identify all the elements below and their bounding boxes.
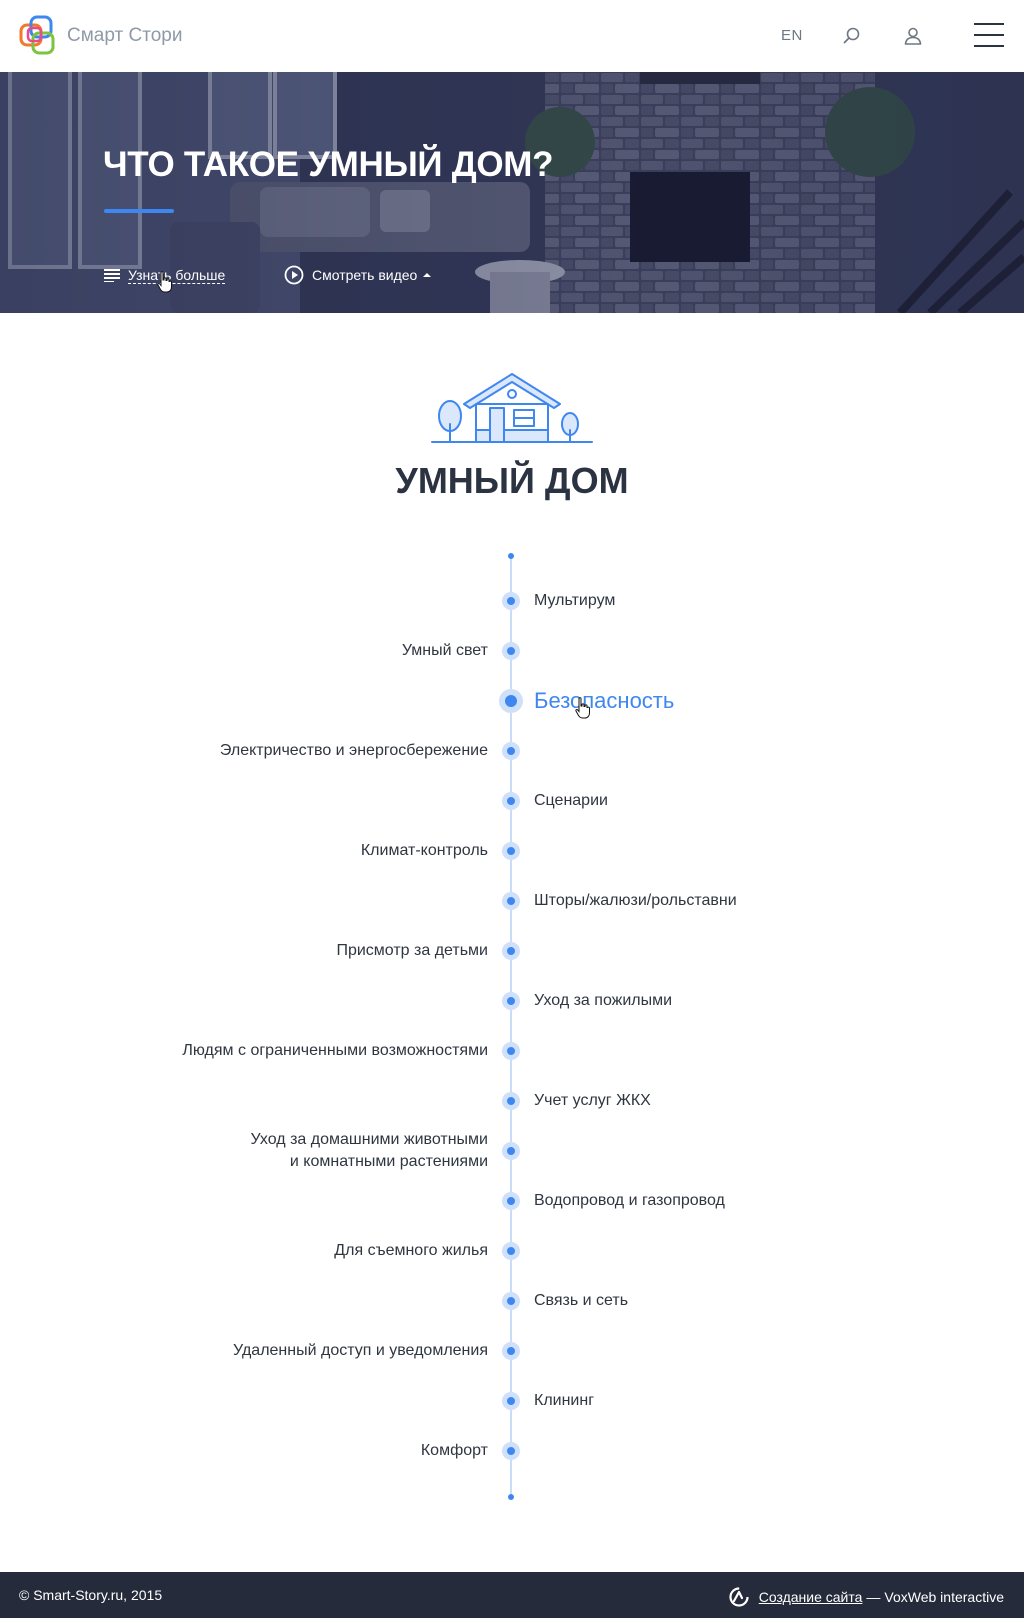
- timeline-node[interactable]: [502, 892, 520, 910]
- timeline-start-dot: [508, 553, 514, 559]
- credit-separator: —: [866, 1589, 881, 1605]
- timeline-node[interactable]: [502, 742, 520, 760]
- brand-name[interactable]: Смарт Стори: [67, 25, 183, 46]
- timeline-item-utilities[interactable]: Учет услуг ЖКХ: [534, 1092, 651, 1109]
- watch-video-button[interactable]: Смотреть видео: [284, 263, 432, 287]
- timeline-node[interactable]: [502, 1192, 520, 1210]
- logo-rings-icon[interactable]: [19, 15, 57, 57]
- timeline-item-electricity[interactable]: Электричество и энергосбережение: [219, 742, 488, 759]
- list-icon: [104, 269, 120, 282]
- timeline-item-network[interactable]: Связь и сеть: [534, 1292, 629, 1309]
- timeline-item-cleaning[interactable]: Клининг: [534, 1392, 595, 1409]
- timeline-node[interactable]: [502, 1242, 520, 1260]
- user-icon[interactable]: [903, 26, 923, 46]
- play-circle-icon: [284, 265, 304, 285]
- timeline-item-pets-line2: и комнатными растениями: [289, 1153, 488, 1170]
- timeline-node[interactable]: [502, 942, 520, 960]
- studio-name: VoxWeb interactive: [884, 1589, 1004, 1605]
- timeline-item-blinds[interactable]: Шторы/жалюзи/рольставни: [534, 892, 737, 909]
- timeline-item-security[interactable]: Безопасность: [534, 688, 675, 713]
- timeline-node[interactable]: [502, 1142, 520, 1160]
- timeline-item-rental[interactable]: Для съемного жилья: [334, 1242, 488, 1259]
- developer-credit: Создание сайта — VoxWeb interactive: [728, 1586, 1004, 1608]
- timeline-item-scenarios[interactable]: Сценарии: [534, 792, 608, 809]
- timeline-node[interactable]: [502, 1442, 520, 1460]
- timeline-item-multiroom[interactable]: Мультирум: [534, 592, 616, 609]
- hero-background-image: [0, 72, 1024, 313]
- timeline-line: [510, 556, 512, 1498]
- language-switch[interactable]: EN: [781, 27, 803, 44]
- watch-video-label: Смотреть видео: [312, 267, 418, 283]
- copyright: © Smart-Story.ru, 2015: [19, 1587, 163, 1603]
- site-footer: © Smart-Story.ru, 2015 Создание сайта — …: [0, 1572, 1024, 1618]
- section-title: УМНЫЙ ДОМ: [395, 460, 629, 501]
- timeline-node[interactable]: [502, 842, 520, 860]
- timeline-node[interactable]: [502, 642, 520, 660]
- timeline-end-dot: [508, 1494, 514, 1500]
- timeline-item-elderly-care[interactable]: Уход за пожилыми: [534, 992, 673, 1009]
- timeline-item-remote-access[interactable]: Удаленный доступ и уведомления: [233, 1342, 488, 1359]
- timeline-item-disabilities[interactable]: Людям с ограниченными возможностями: [182, 1042, 488, 1059]
- learn-more-label: Узнать больше: [128, 266, 226, 284]
- timeline-item-comfort[interactable]: Комфорт: [420, 1442, 488, 1459]
- hero-title-underline: [104, 209, 174, 213]
- timeline-item-child-care[interactable]: Присмотр за детьми: [336, 942, 488, 959]
- timeline-item-pets-line1: Уход за домашними животными: [250, 1131, 488, 1148]
- timeline-item-pets-plants[interactable]: Уход за домашними животными и комнатными…: [250, 1129, 488, 1173]
- site-creation-link[interactable]: Создание сайта: [758, 1589, 863, 1605]
- timeline-node[interactable]: [502, 592, 520, 610]
- timeline-node[interactable]: [502, 1292, 520, 1310]
- hero-banner: ЧТО ТАКОЕ УМНЫЙ ДОМ? Узнать больше Смотр…: [0, 72, 1024, 313]
- search-icon[interactable]: [842, 26, 862, 46]
- timeline-node[interactable]: [502, 1092, 520, 1110]
- timeline-node[interactable]: [502, 1392, 520, 1410]
- timeline-item-smart-light[interactable]: Умный свет: [401, 642, 488, 659]
- menu-icon[interactable]: [974, 23, 1004, 49]
- site-header: Смарт Стори EN: [0, 0, 1024, 72]
- hero-title: ЧТО ТАКОЕ УМНЫЙ ДОМ?: [103, 145, 554, 184]
- voxweb-logo-icon[interactable]: [728, 1586, 750, 1608]
- learn-more-link[interactable]: Узнать больше: [104, 265, 226, 285]
- timeline-node[interactable]: [502, 792, 520, 810]
- timeline-node[interactable]: [502, 1342, 520, 1360]
- timeline-item-water-gas[interactable]: Водопровод и газопровод: [534, 1192, 725, 1209]
- caret-up-icon: [423, 273, 432, 277]
- timeline-node[interactable]: [502, 1042, 520, 1060]
- timeline-item-climate[interactable]: Климат-контроль: [360, 842, 488, 859]
- smart-house-icon: [431, 373, 593, 443]
- timeline-node[interactable]: [502, 992, 520, 1010]
- timeline-node-active[interactable]: [499, 689, 523, 713]
